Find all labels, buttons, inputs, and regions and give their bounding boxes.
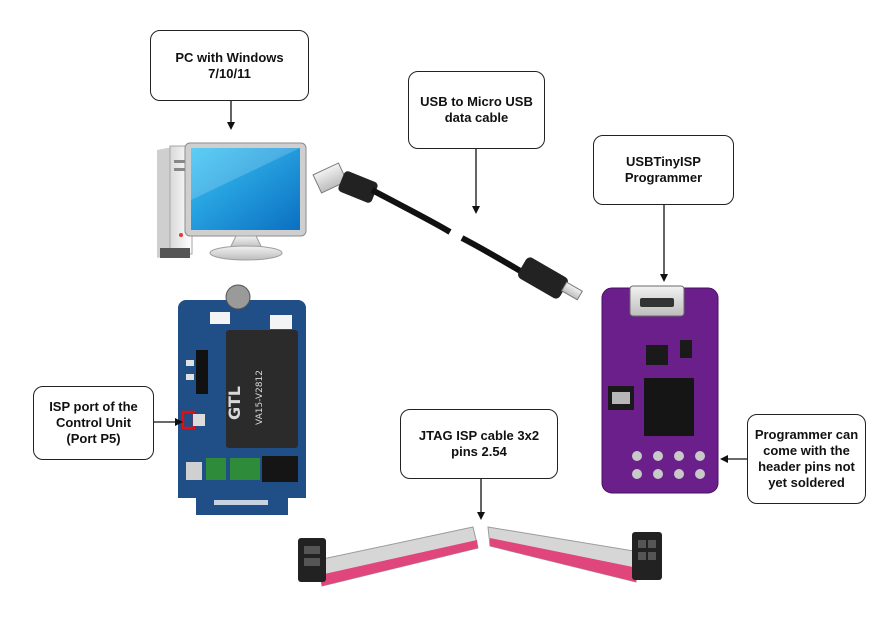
cable-segment-upper: [370, 187, 452, 235]
module-model: VA15-V2812: [255, 370, 265, 425]
module-brand: GTL: [225, 386, 244, 420]
callout-isp-port: ISP port of the Control Unit (Port P5): [33, 386, 154, 460]
arrows: [154, 101, 747, 520]
callout-jtag-cable: JTAG ISP cable 3x2 pins 2.54: [400, 409, 558, 479]
ribbon-right: [487, 526, 662, 583]
callout-pc: PC with Windows 7/10/11: [150, 30, 309, 101]
power-module: [226, 330, 298, 448]
connector-right: [632, 532, 662, 580]
control-unit-board: GTL VA15-V2812: [176, 284, 308, 516]
header-pin-holes: [632, 451, 705, 479]
usbtinyisp-programmer: [601, 285, 719, 494]
callout-header-note: Programmer can come with the header pins…: [747, 414, 866, 504]
usb-a-plug: [312, 162, 378, 203]
micro-usb-plug: [518, 257, 583, 301]
callout-programmer: USBTinyISP Programmer: [593, 135, 734, 205]
cable-segment-lower: [460, 235, 524, 275]
pc-monitor: [184, 142, 307, 261]
chip: [644, 378, 694, 436]
usb-cable-illustration: [312, 162, 583, 301]
jtag-ribbon-cable: [298, 526, 662, 587]
callout-usb-cable: USB to Micro USB data cable: [408, 71, 545, 149]
pc-illustration: [157, 142, 307, 261]
ribbon-left: [298, 526, 479, 587]
